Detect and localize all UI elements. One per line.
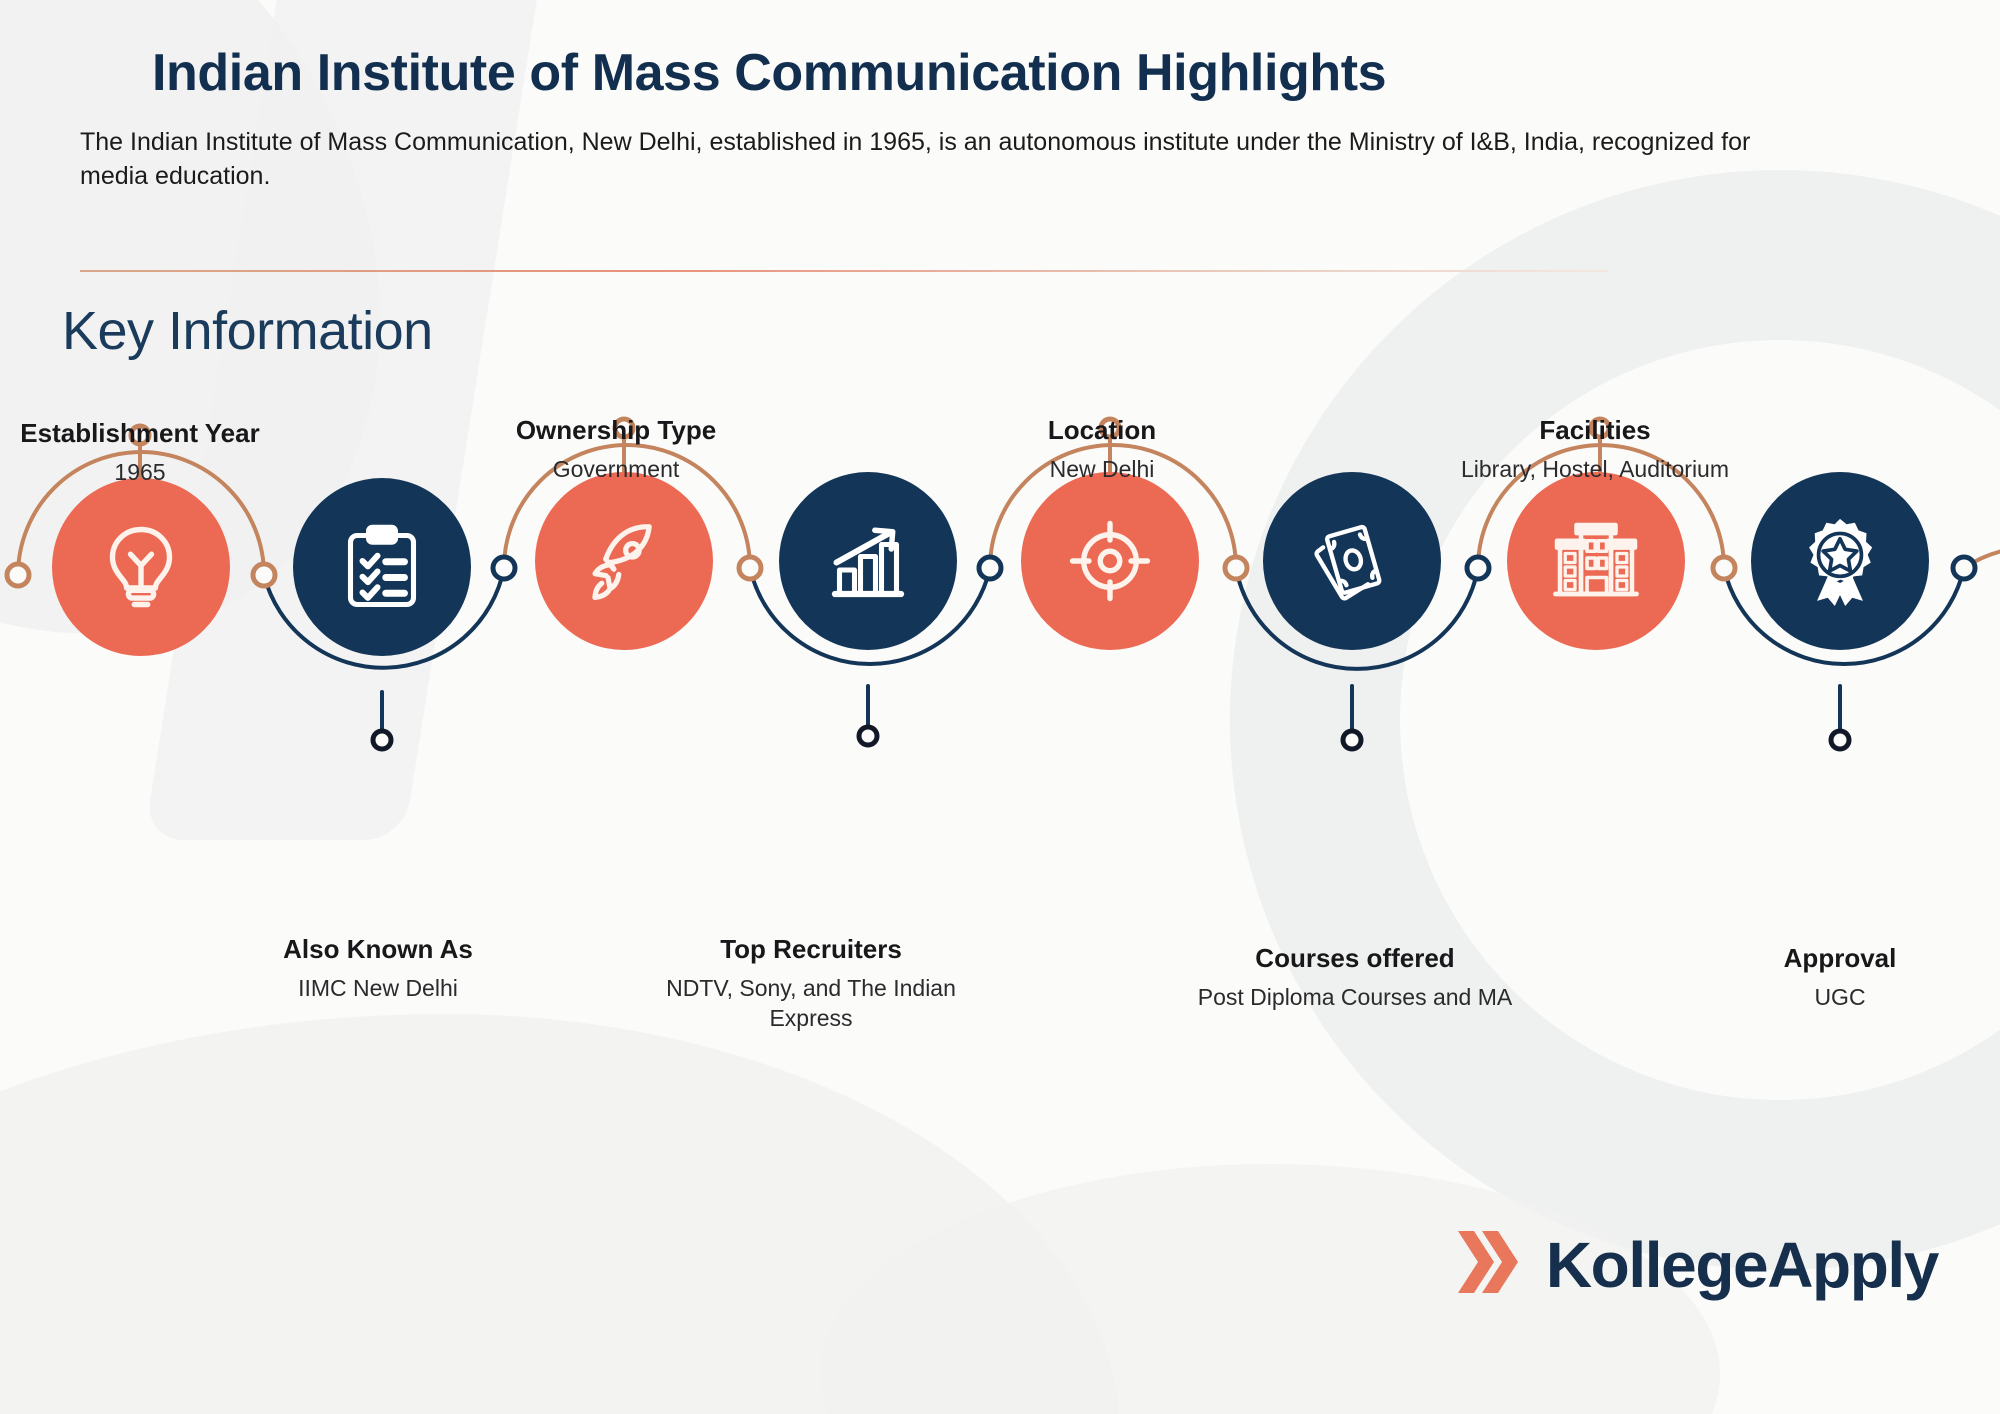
node-top-recruiters[interactable] [779, 472, 957, 650]
label-dot-bottom-1 [370, 728, 394, 752]
arc-copper-3 [988, 443, 1238, 570]
label-title: Courses offered [1255, 943, 1455, 973]
node-dot-1 [250, 561, 278, 589]
label-title: Also Known As [283, 934, 473, 964]
label-title: Facilities [1539, 415, 1651, 445]
node-dot-4 [976, 554, 1004, 582]
header-divider [80, 270, 1608, 272]
label-approval: Approval UGC [1630, 943, 2000, 1013]
label-dot-top-2 [612, 416, 636, 440]
label-title: Establishment Year [20, 418, 260, 448]
node-establishment-year[interactable] [52, 478, 230, 656]
label-title: Location [1047, 415, 1157, 445]
node-dot-6 [1464, 554, 1492, 582]
target-crosshair-icon [1062, 513, 1158, 609]
label-value: Post Diploma Courses and MA [1197, 984, 1513, 1011]
arc-navy-4 [1722, 566, 1966, 666]
node-dot-8 [1950, 554, 1978, 582]
page-title: Indian Institute of Mass Communication H… [152, 44, 1387, 102]
node-dot-5 [1222, 554, 1250, 582]
label-also-known-as: Also Known As IIMC New Delhi [168, 934, 588, 1004]
arc-navy-3 [1234, 566, 1480, 671]
label-title: Top Recruiters [720, 934, 902, 964]
arc-navy-2 [748, 566, 992, 666]
arc-navy-1 [262, 566, 506, 670]
arc-copper-2 [502, 443, 752, 570]
timeline-wave [4, 416, 2000, 752]
label-top-recruiters: Top Recruiters NDTV, Sony, and The India… [646, 934, 976, 1033]
banknotes-icon [1304, 513, 1400, 609]
node-location[interactable] [1021, 472, 1199, 650]
rocket-icon [575, 512, 673, 610]
header: Indian Institute of Mass Communication H… [80, 46, 1920, 194]
brand-name: KollegeApply [1545, 1228, 1940, 1301]
clipboard-checklist-icon [334, 519, 430, 615]
label-value: Government [552, 456, 680, 483]
growth-chart-icon [820, 513, 916, 609]
label-value: NDTV, Sony, and The Indian Express [666, 975, 956, 1031]
label-value: 1965 [114, 459, 166, 486]
label-value: UGC [1814, 984, 1866, 1011]
node-facilities[interactable] [1507, 472, 1685, 650]
page-subtitle: The Indian Institute of Mass Communicati… [80, 127, 1751, 191]
label-dot-top-3 [1098, 416, 1122, 440]
label-establishment-year: Establishment Year 1965 [0, 418, 350, 488]
award-badge-icon [1791, 512, 1889, 610]
label-courses-offered: Courses offered Post Diploma Courses and… [1135, 943, 1575, 1013]
section-title: Key Information [62, 301, 433, 361]
label-dot-bottom-2 [856, 724, 880, 748]
label-value: Library, Hostel, Auditorium [1460, 456, 1729, 483]
node-approval[interactable] [1751, 472, 1929, 650]
node-dot-start [4, 561, 32, 589]
node-dot-7 [1710, 554, 1738, 582]
key-information-timeline [0, 390, 2000, 1090]
label-facilities: Facilities Library, Hostel, Auditorium [1385, 415, 1805, 485]
lightbulb-icon [93, 519, 189, 615]
arc-copper-5 [1962, 549, 2000, 570]
node-courses-offered[interactable] [1263, 472, 1441, 650]
node-dot-2 [490, 554, 518, 582]
label-title: Ownership Type [515, 415, 717, 445]
label-title: Approval [1783, 943, 1897, 973]
label-ownership-type: Ownership Type Government [406, 415, 826, 485]
label-dot-top-4 [1588, 416, 1612, 440]
label-dot-bottom-4 [1828, 728, 1852, 752]
label-location: Location New Delhi [892, 415, 1312, 485]
label-value: New Delhi [1049, 456, 1155, 483]
node-also-known-as[interactable] [293, 478, 471, 656]
kollegeapply-logo[interactable]: KollegeApply [1452, 1223, 1940, 1306]
building-icon [1548, 513, 1644, 609]
node-ownership-type[interactable] [535, 472, 713, 650]
double-chevron-mark-icon [1452, 1223, 1524, 1306]
label-value: IIMC New Delhi [298, 975, 458, 1002]
label-dot-top-1 [128, 423, 152, 447]
node-dot-3 [736, 554, 764, 582]
label-dot-bottom-3 [1340, 728, 1364, 752]
